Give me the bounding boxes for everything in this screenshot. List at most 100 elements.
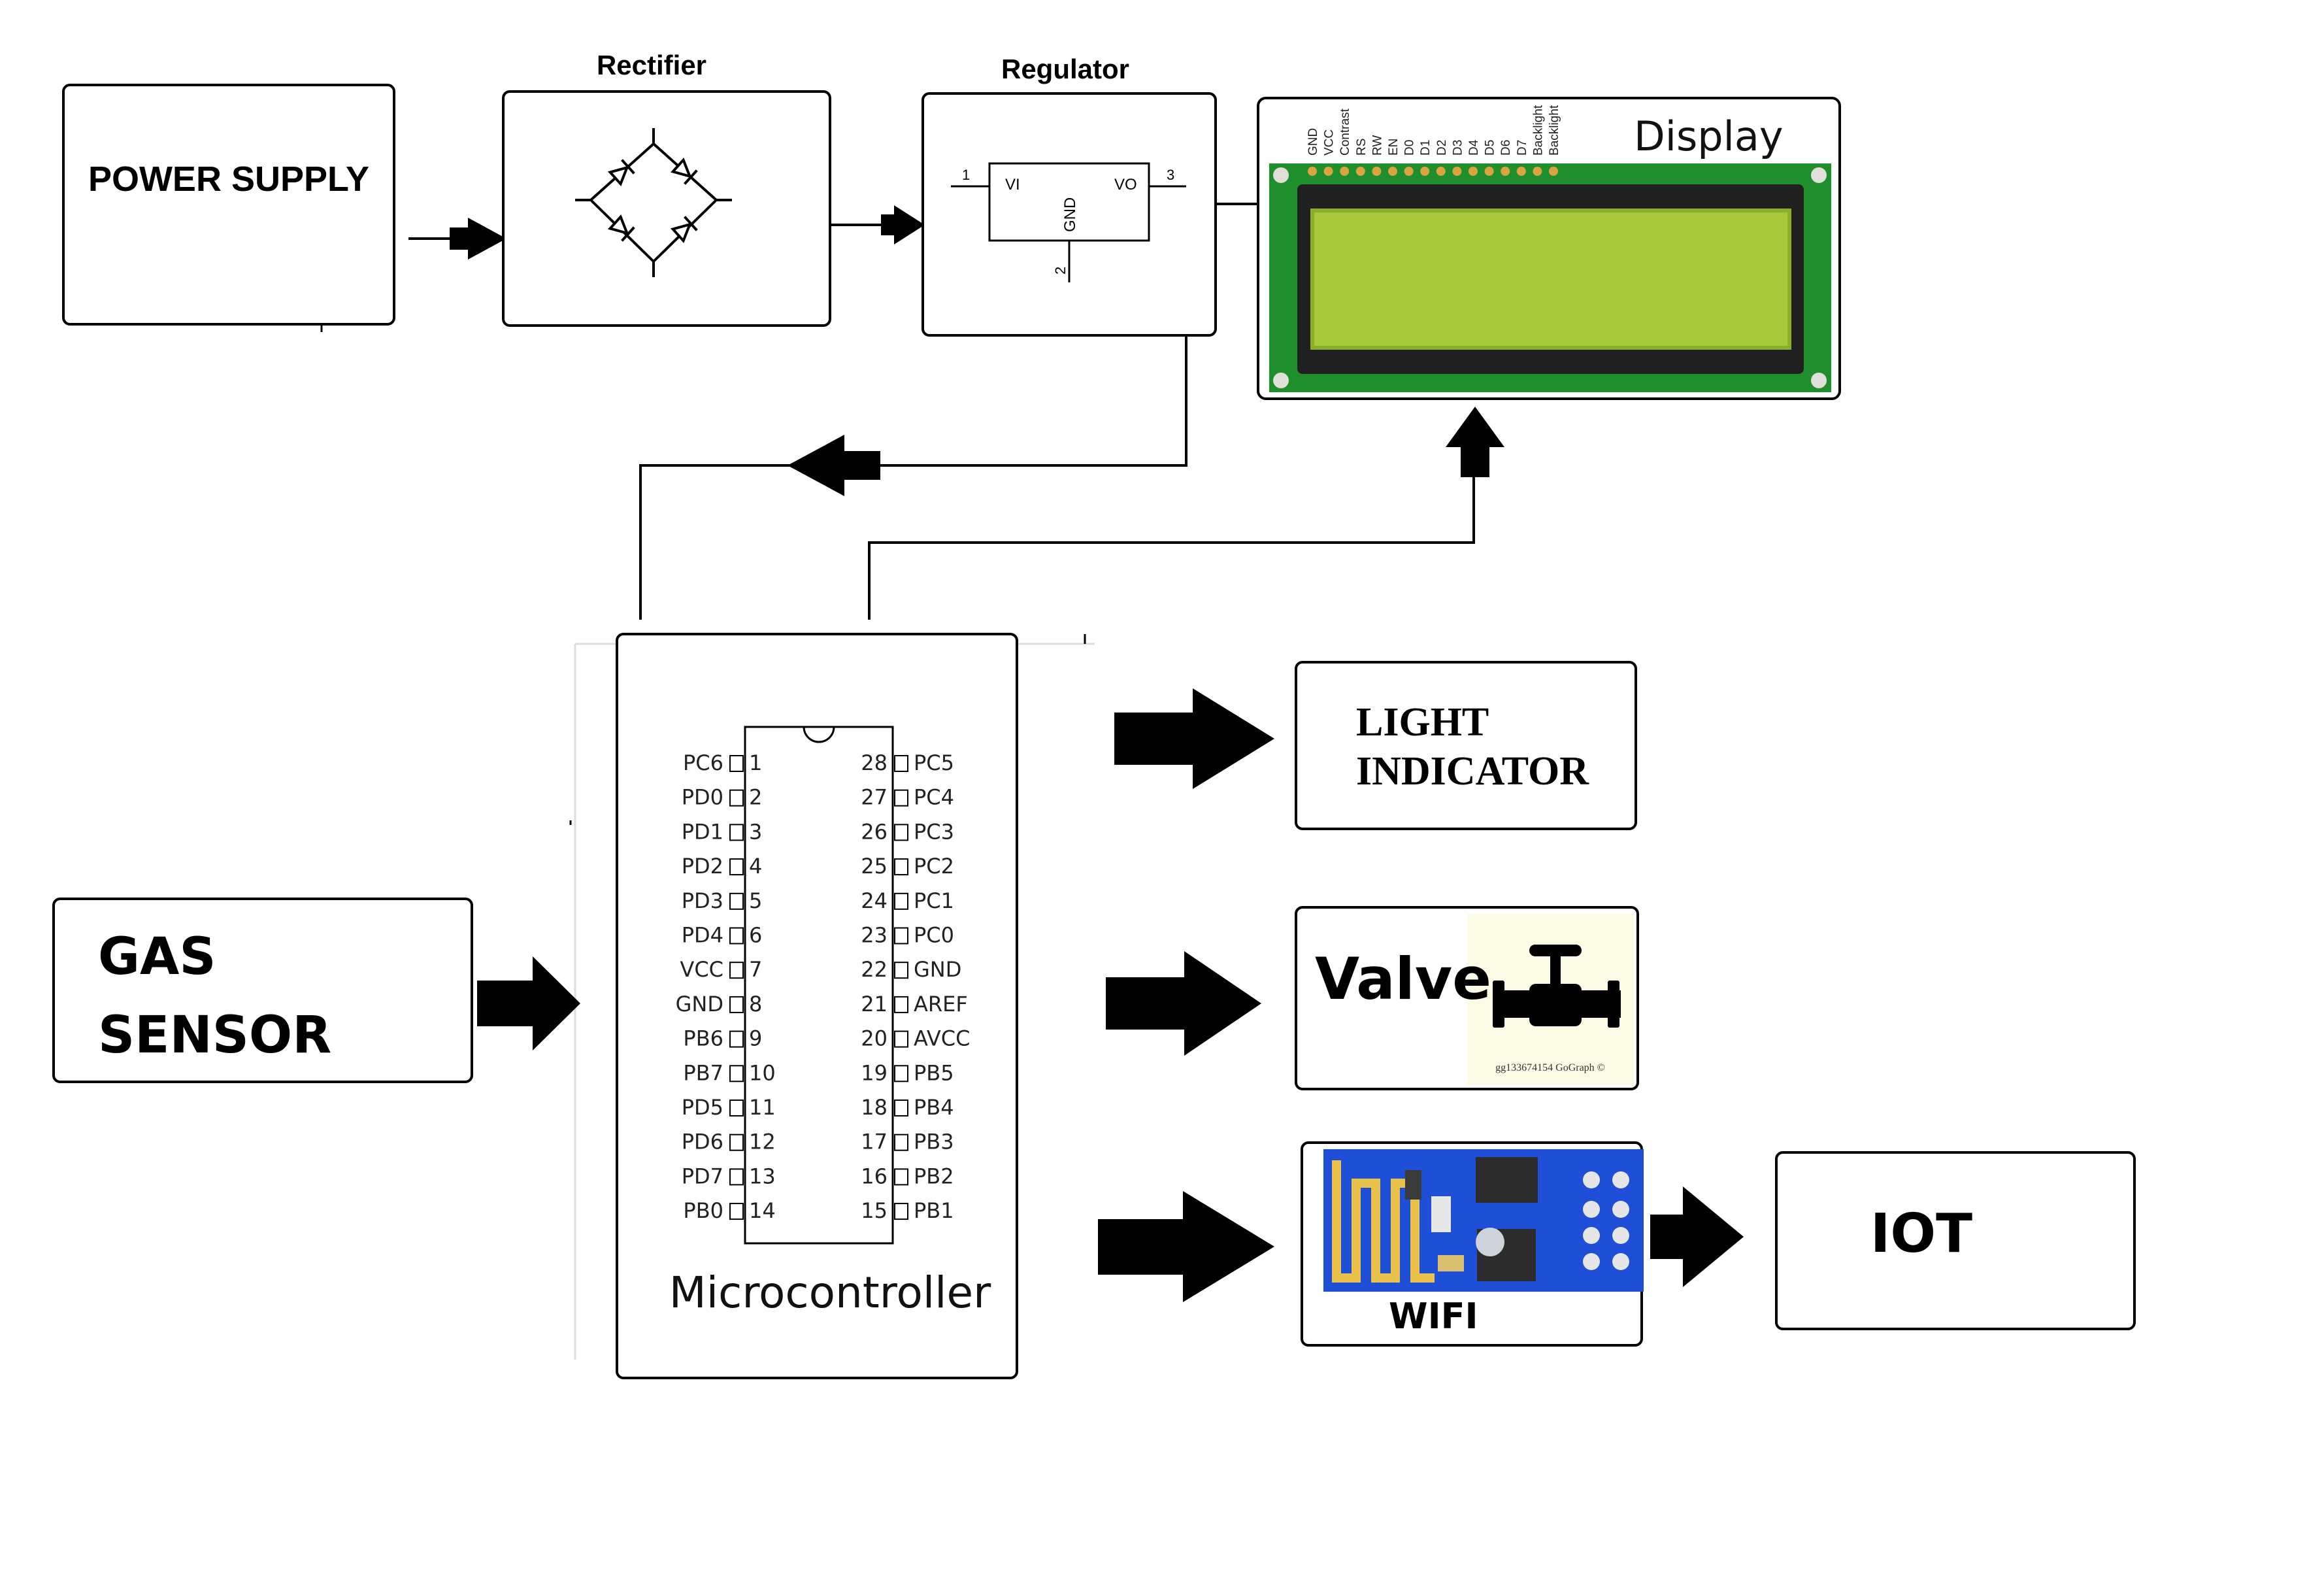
- mcu-pin-number: 12: [749, 1130, 776, 1154]
- mcu-pin-number: 4: [749, 854, 762, 879]
- mcu-pin-name: PC4: [914, 785, 954, 810]
- lcd-header-pin: [1469, 167, 1478, 176]
- mcu-pin-number: 16: [861, 1164, 888, 1188]
- regulator-pin-3: 3: [1167, 167, 1174, 183]
- display-pin-label: Backlight: [1531, 105, 1545, 156]
- wifi-block: WIFI: [1301, 1141, 1644, 1347]
- light-indicator-line2: INDICATOR: [1356, 749, 1589, 794]
- iot-label: IOT: [1870, 1203, 1972, 1265]
- mcu-pin-name: PD2: [682, 854, 723, 879]
- mcu-pin-name: PC5: [914, 750, 954, 775]
- mcu-pin-number: 2: [749, 785, 762, 810]
- display-pin-label: D6: [1499, 140, 1513, 156]
- wifi-label: WIFI: [1389, 1296, 1478, 1337]
- mcu-pin-box: [894, 962, 908, 979]
- lcd-header-pin: [1308, 167, 1317, 176]
- mcu-pin-number: 24: [861, 888, 888, 913]
- mcu-pin-number: 27: [861, 785, 888, 810]
- mcu-pin-name: GND: [676, 992, 723, 1016]
- mcu-pin-box: [729, 927, 744, 945]
- mcu-pin-number: 11: [749, 1095, 776, 1120]
- valve-icon: [1493, 945, 1621, 1028]
- lcd-module: [1269, 163, 1831, 392]
- lcd-screen: [1312, 210, 1789, 348]
- arrow-power-to-microcontroller: [788, 435, 880, 496]
- mcu-pin-name: PD3: [682, 888, 723, 913]
- rectifier-block: Rectifier: [502, 50, 831, 327]
- lcd-header-pin: [1340, 167, 1350, 176]
- lcd-header-pin: [1355, 167, 1365, 176]
- mcu-pin-name: PC2: [914, 854, 954, 879]
- mcu-pin-number: 15: [861, 1198, 888, 1223]
- connector-regulator-to-microcontroller: [639, 335, 1187, 620]
- mcu-pin-number: 3: [749, 819, 762, 844]
- mcu-pin-name: VCC: [680, 957, 723, 982]
- mcu-pin-name: PD4: [682, 923, 723, 948]
- mcu-pin-box: [894, 755, 908, 772]
- mcu-pin-name: PD0: [682, 785, 723, 810]
- mcu-pin-number: 7: [749, 957, 762, 982]
- mcu-pin-box: [729, 1100, 744, 1116]
- gas-sensor-block: GAS SENSOR: [52, 898, 473, 1083]
- display-pin-label: GND: [1306, 128, 1320, 156]
- mcu-pin-name: PD6: [682, 1130, 723, 1154]
- arrow-wifi-to-iot: [1650, 1186, 1744, 1287]
- mcu-pin-number: 9: [749, 1026, 762, 1051]
- power-supply-label: POWER SUPPLY: [88, 160, 369, 199]
- display-pin-label: VCC: [1323, 129, 1336, 156]
- mcu-pin-box: [894, 1133, 908, 1151]
- mcu-pin-name: PB3: [914, 1130, 954, 1154]
- mcu-pin-name: GND: [914, 957, 961, 982]
- lcd-header-pin: [1516, 167, 1526, 176]
- arrow-microcontroller-to-display: [1446, 407, 1504, 477]
- mcu-pin-box: [729, 892, 744, 910]
- mcu-pin-number: 14: [749, 1198, 776, 1223]
- mcu-pin-box: [894, 789, 908, 807]
- display-pin-label: D7: [1516, 140, 1529, 156]
- regulator-pin-gnd: GND: [1061, 197, 1079, 232]
- lcd-header-pin: [1323, 167, 1333, 176]
- mcu-pin-number: 17: [861, 1130, 888, 1154]
- mcu-pin-number: 18: [861, 1095, 888, 1120]
- lcd-header-pin: [1372, 167, 1382, 176]
- mcu-pin-name: AREF: [914, 992, 968, 1016]
- mcu-pin-box: [894, 927, 908, 945]
- antenna-trace-icon: [1332, 1160, 1435, 1283]
- mcu-pin-name: PD1: [682, 819, 723, 844]
- mcu-pin-number: 13: [749, 1164, 776, 1188]
- mcu-pin-name: PB0: [683, 1198, 723, 1223]
- mcu-pin-name: PC1: [914, 888, 954, 913]
- lcd-header-pin: [1549, 167, 1558, 176]
- arrow-gas-sensor-to-microcontroller: [477, 956, 580, 1050]
- light-indicator-line1: LIGHT: [1356, 700, 1489, 745]
- display-title: Display: [1634, 112, 1784, 160]
- mcu-pin-name: PB4: [914, 1095, 954, 1120]
- mcu-pin-box: [729, 1133, 744, 1151]
- lcd-header-pins: [1308, 167, 1558, 176]
- microcontroller-label: Microcontroller: [669, 1268, 991, 1318]
- display-pin-label: Backlight: [1548, 105, 1561, 156]
- display-pin-label: EN: [1387, 139, 1401, 156]
- mcu-pin-number: 10: [749, 1060, 776, 1085]
- regulator-pin-vi: VI: [1005, 176, 1020, 193]
- lcd-header-pin: [1533, 167, 1542, 176]
- mcu-pin-number: 28: [861, 750, 888, 775]
- mcu-pin-box: [729, 962, 744, 979]
- display-pin-label: D2: [1435, 140, 1449, 156]
- iot-block: IOT: [1775, 1151, 2136, 1330]
- mcu-pin-number: 20: [861, 1026, 888, 1051]
- display-pin-label: D5: [1484, 140, 1497, 156]
- display-pin-label: RS: [1355, 139, 1369, 156]
- regulator-block: Regulator VI VO GND 1 3 2: [921, 54, 1217, 337]
- mcu-pin-name: PD7: [682, 1164, 723, 1188]
- valve-label: Valve: [1315, 945, 1491, 1013]
- mcu-pin-box: [894, 1100, 908, 1116]
- mcu-pin-name: PB5: [914, 1060, 954, 1085]
- lcd-header-pin: [1484, 167, 1494, 176]
- lcd-header-pin: [1388, 167, 1397, 176]
